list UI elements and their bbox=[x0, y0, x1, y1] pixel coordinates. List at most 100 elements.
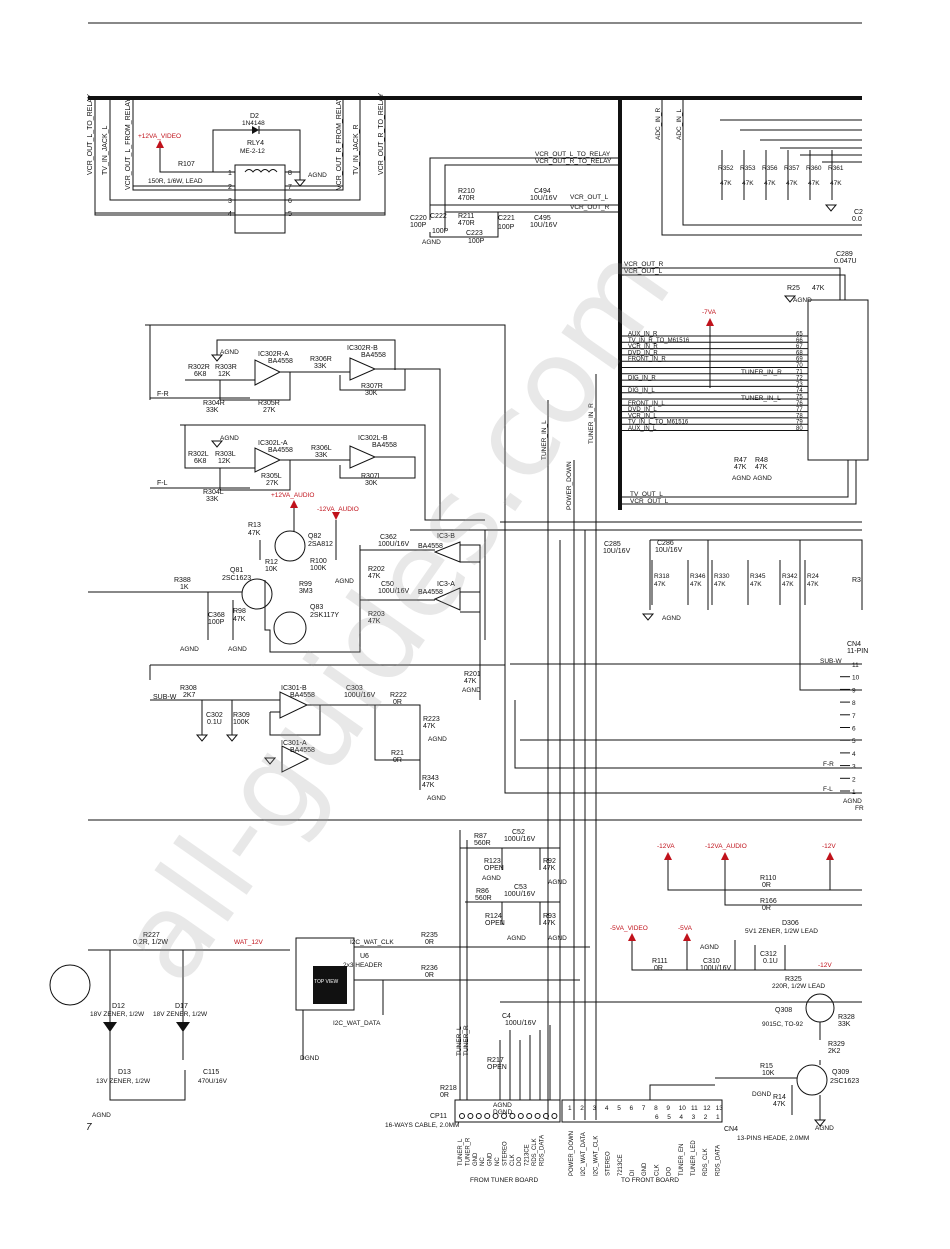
pin-number: 3 bbox=[593, 1105, 597, 1112]
gnd-label: AGND bbox=[220, 435, 239, 442]
rail-label: -12V bbox=[818, 962, 832, 969]
res-value: 47K bbox=[423, 723, 436, 730]
cp11-block: C4 100U/16V R217 OPEN R218 0R AGND DGND … bbox=[385, 830, 723, 1184]
power-block: -12VA -12VA_AUDIO -12V R110 0R R166 0R D… bbox=[610, 843, 862, 990]
net-label: I2C_WAT_CLK bbox=[350, 939, 394, 946]
res-value: 47K bbox=[830, 180, 842, 187]
adc-resistors: R35247KR35347KR35647KR35747KR36047KR3614… bbox=[718, 150, 844, 200]
header-pin bbox=[467, 1113, 474, 1119]
c2-ref: C2 bbox=[854, 209, 863, 216]
signal-label: 7213CE bbox=[618, 1154, 624, 1176]
pin-number: 7 bbox=[642, 1105, 646, 1112]
ic-body bbox=[807, 299, 869, 461]
diode-value: 18V ZENER, 1/2W bbox=[153, 1011, 208, 1018]
adc-block: ADC_IN_R ADC_IN_L R35247KR35347KR35647KR… bbox=[620, 98, 863, 304]
res-value: 47K bbox=[248, 530, 261, 537]
ground-symbol bbox=[641, 613, 655, 621]
header-pin bbox=[501, 1113, 507, 1119]
signal-label: TUNER_R bbox=[465, 1137, 471, 1166]
res-value: 47K bbox=[543, 920, 556, 927]
ic-ref: IC3-A bbox=[437, 581, 455, 588]
pin-number: 5 bbox=[667, 1114, 671, 1121]
cap-value: 100U/16V bbox=[700, 965, 731, 972]
rail-label: -5VA bbox=[678, 925, 693, 932]
cap-ref: C362 bbox=[380, 534, 397, 541]
r25-value: 47K bbox=[812, 285, 825, 292]
pin-number: 11 bbox=[852, 662, 859, 669]
net-label: TUNER_IN_L bbox=[541, 420, 548, 460]
subwoofer: R308 2K7 SUB-W C302 0.1U R309 100K IC301… bbox=[149, 664, 505, 802]
res-value: 560R bbox=[475, 895, 492, 902]
res-value: 220R, 1/2W LEAD bbox=[772, 983, 825, 990]
pin-number: 73 bbox=[796, 382, 803, 388]
res-value: 100K bbox=[310, 565, 327, 572]
rail-label: VCR_OUT_L_FROM_RELAY bbox=[125, 98, 132, 190]
res-ref: R306R bbox=[310, 356, 332, 363]
pin-number: 3 bbox=[692, 1114, 696, 1121]
pin-number: 11 bbox=[691, 1105, 698, 1112]
cap-value: 100U/16V bbox=[504, 891, 535, 898]
opamp-symbol bbox=[254, 447, 282, 473]
gnd-label: AGND bbox=[220, 349, 239, 356]
res-ref: R305L bbox=[261, 473, 282, 480]
r47-value: 47K bbox=[734, 464, 747, 471]
pin-number: 80 bbox=[796, 426, 803, 432]
res-ref: R305R bbox=[258, 400, 280, 407]
signal-label: I2C_WAT_DATA bbox=[581, 1132, 587, 1176]
signal-label: STEREO bbox=[502, 1141, 508, 1166]
pin-num: 3 bbox=[228, 198, 232, 205]
net-label: TV_IN_L_TO_M61516 bbox=[628, 420, 689, 426]
d2-ref: D2 bbox=[250, 113, 259, 120]
cap-ref: C368 bbox=[208, 612, 225, 619]
relay-part: ME-2-12 bbox=[240, 148, 265, 155]
q-part: 2SK117Y bbox=[310, 612, 339, 619]
opamp-front: AGND IC302R-A BA4558 IC302R-B BA4558 R30… bbox=[145, 324, 506, 780]
pin-number: 69 bbox=[796, 357, 803, 363]
r211-ref: R211 bbox=[458, 213, 474, 220]
cap-ref: C115 bbox=[203, 1069, 219, 1076]
signal-label: DO bbox=[517, 1157, 523, 1166]
gnd-label: AGND bbox=[335, 578, 354, 585]
res-ref: R235 bbox=[421, 932, 438, 939]
net-label: SUB-W bbox=[820, 658, 843, 665]
u6-top-view: TOP VIEW bbox=[314, 979, 339, 985]
gnd-label: AGND bbox=[482, 875, 501, 882]
rail-label: WAT_12V bbox=[234, 939, 264, 946]
gnd-label: DGND bbox=[300, 1055, 319, 1062]
res-ref: R318 bbox=[654, 573, 670, 580]
rail-label: VCR_OUT_R_TO_RELAY bbox=[378, 92, 385, 175]
pin-number: 8 bbox=[852, 700, 856, 707]
res-value: 0.2R, 1/2W bbox=[133, 939, 168, 946]
res-ref: R92 bbox=[543, 858, 556, 865]
res-value: 10K bbox=[762, 1070, 775, 1077]
res-value: OPEN bbox=[485, 920, 505, 927]
u6-part: 2x3 HEADER bbox=[343, 962, 383, 969]
res-ref: R353 bbox=[740, 165, 756, 172]
ground-symbol bbox=[263, 757, 277, 765]
pin-number: 5 bbox=[852, 738, 856, 745]
pin-number: 71 bbox=[796, 369, 803, 375]
pin-number: 65 bbox=[796, 332, 803, 338]
cap-ref: C302 bbox=[206, 712, 223, 719]
pin-number: 79 bbox=[796, 420, 803, 426]
net-label: VCR_OUT_L_TO_RELAY bbox=[535, 151, 611, 158]
ic-part: BA4558 bbox=[290, 692, 315, 699]
q-ref: Q308 bbox=[775, 1007, 792, 1014]
connector-part: 11-PIN bbox=[847, 648, 868, 655]
ic-ref: IC302L-B bbox=[358, 435, 388, 442]
pin-number: 4 bbox=[852, 751, 856, 758]
r210-value: 470R bbox=[458, 195, 475, 202]
signal-label: CLK bbox=[510, 1154, 516, 1166]
pin-number: 2 bbox=[704, 1114, 708, 1121]
cp11-header bbox=[454, 1099, 561, 1123]
signal-label: NC bbox=[480, 1157, 486, 1166]
res-value: OPEN bbox=[484, 865, 504, 872]
res-value: 33K bbox=[838, 1021, 851, 1028]
res-value: 12K bbox=[218, 371, 231, 378]
q-ref: Q309 bbox=[832, 1069, 849, 1076]
rail-label: -5VA_VIDEO bbox=[610, 925, 648, 932]
cn4-bottom: CN4 13-PINS HEADE, 2.0MM bbox=[724, 1126, 809, 1142]
